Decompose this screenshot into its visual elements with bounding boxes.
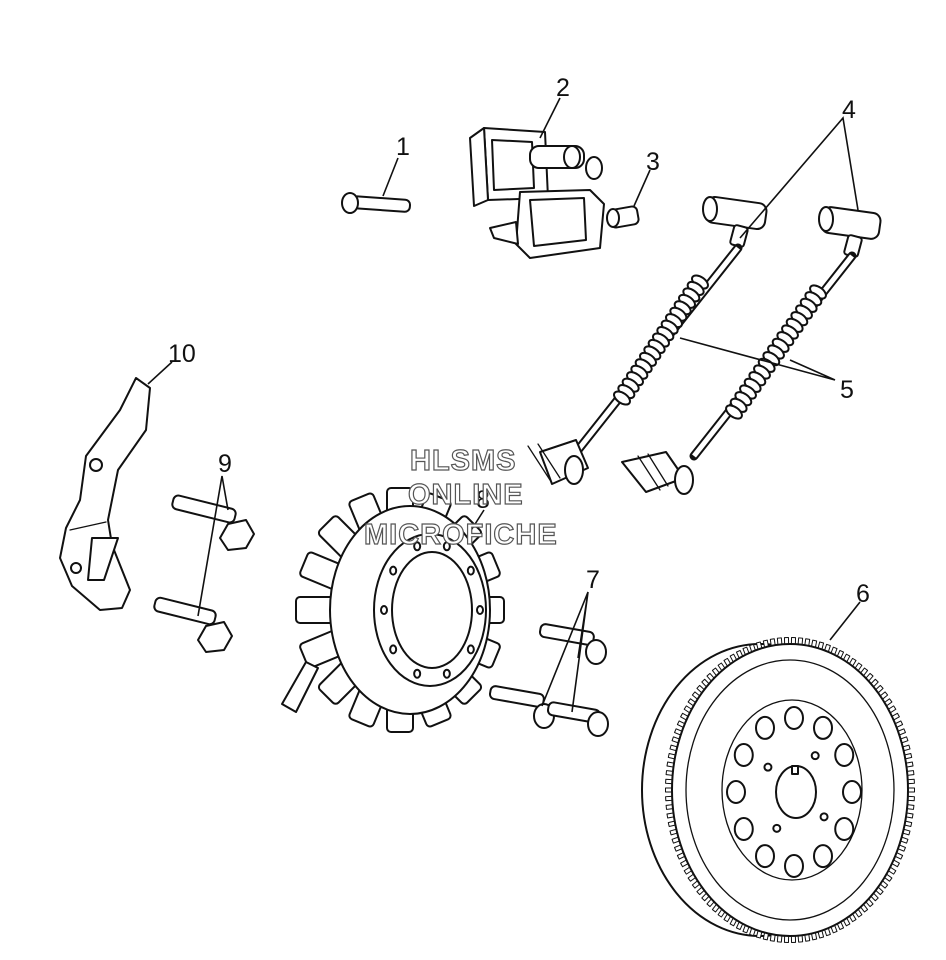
part-7-bolt-low[interactable] bbox=[546, 701, 609, 737]
leader-6 bbox=[829, 601, 861, 641]
watermark: HLSMS ONLINE MICROFICHE bbox=[363, 444, 558, 551]
part-10-bracket[interactable] bbox=[59, 377, 151, 611]
part-1-bolt[interactable] bbox=[341, 192, 412, 214]
callout-2: 2 bbox=[556, 74, 570, 102]
watermark-line-1: HLSMS bbox=[410, 445, 517, 477]
leader-1 bbox=[382, 157, 399, 197]
callout-7: 7 bbox=[586, 566, 600, 594]
leader-4 bbox=[739, 116, 859, 239]
leader-3 bbox=[633, 169, 651, 207]
part-8-stator[interactable] bbox=[281, 487, 505, 733]
part-5-lead-left[interactable] bbox=[527, 243, 743, 485]
callout-9: 9 bbox=[218, 450, 232, 478]
part-2-ignition-coil[interactable] bbox=[469, 127, 605, 259]
callout-4: 4 bbox=[842, 96, 856, 124]
part-9-bolt-lower[interactable] bbox=[153, 596, 233, 653]
part-4-plug-cap-left[interactable] bbox=[702, 195, 768, 248]
leader-9 bbox=[197, 475, 229, 617]
part-3-sleeve[interactable] bbox=[606, 205, 640, 229]
part-9-bolt-upper[interactable] bbox=[171, 494, 255, 551]
part-7-bolt-mid[interactable] bbox=[488, 685, 555, 729]
callout-3: 3 bbox=[646, 148, 660, 176]
leader-7 bbox=[541, 591, 589, 713]
callout-10: 10 bbox=[168, 340, 196, 368]
callout-8: 8 bbox=[476, 486, 490, 514]
watermark-line-2: ONLINE bbox=[408, 479, 524, 511]
callout-5: 5 bbox=[840, 376, 854, 404]
watermark-line-3: MICROFICHE bbox=[364, 519, 558, 551]
part-4-plug-cap-right[interactable] bbox=[818, 206, 882, 258]
leader-10 bbox=[147, 361, 173, 385]
callout-6: 6 bbox=[856, 580, 870, 608]
callout-1: 1 bbox=[396, 133, 410, 161]
part-6-flywheel[interactable] bbox=[641, 637, 915, 943]
leader-2 bbox=[539, 97, 561, 139]
leader-5 bbox=[679, 337, 836, 381]
part-5-lead-right[interactable] bbox=[621, 251, 857, 495]
leader-8 bbox=[469, 509, 485, 533]
